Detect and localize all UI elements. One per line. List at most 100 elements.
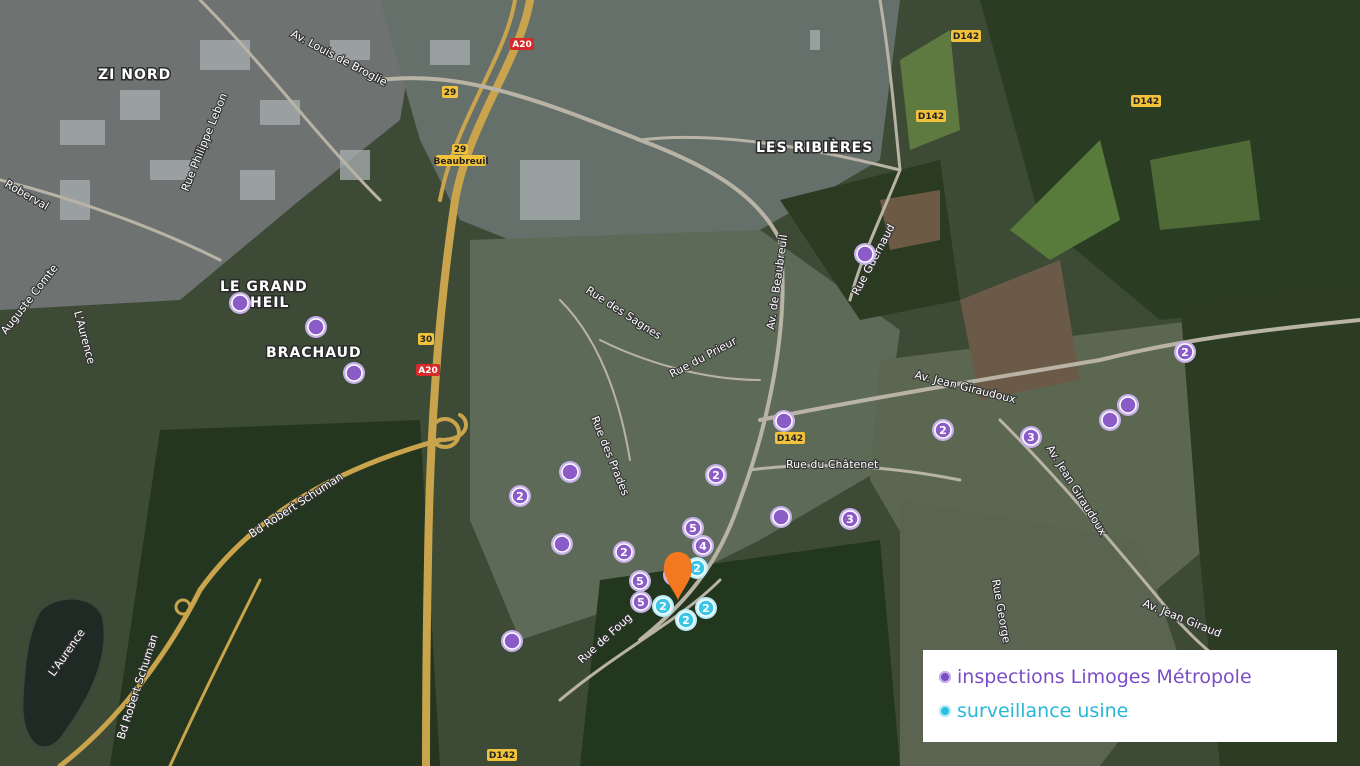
inspection-marker[interactable]: 3 bbox=[839, 508, 861, 530]
inspection-marker[interactable]: 5 bbox=[629, 570, 651, 592]
industrial-buildings bbox=[60, 30, 820, 220]
roundabout-2 bbox=[174, 598, 192, 616]
inspection-marker-count: 2 bbox=[712, 469, 720, 482]
route-sign-text: D142 bbox=[1133, 97, 1159, 107]
location-pin-icon[interactable] bbox=[664, 552, 692, 600]
route-sign-text: 29 bbox=[454, 145, 467, 155]
inspection-marker-dot bbox=[615, 543, 633, 561]
legend-item-inspections: inspections Limoges Métropole bbox=[939, 660, 1321, 694]
industrial-zone bbox=[0, 0, 420, 310]
route-sign-d142-b: D142 bbox=[1131, 95, 1161, 107]
route-sign-text: D142 bbox=[489, 751, 515, 761]
inspection-marker[interactable] bbox=[1117, 394, 1139, 416]
inspection-marker-dot bbox=[231, 294, 249, 312]
inspection-marker-dot bbox=[345, 364, 363, 382]
inspection-marker-dot bbox=[553, 535, 571, 553]
inspection-marker[interactable]: 2 bbox=[613, 541, 635, 563]
inspection-marker[interactable]: 3 bbox=[1020, 426, 1042, 448]
field-2 bbox=[960, 260, 1080, 400]
roundabout-1 bbox=[429, 417, 461, 449]
route-sign-text: 30 bbox=[420, 335, 433, 345]
inspection-marker-dot bbox=[511, 487, 529, 505]
inspection-marker[interactable] bbox=[854, 243, 876, 265]
legend-label-surveillance: surveillance usine bbox=[957, 700, 1129, 722]
route-sign-d142-a: D142 bbox=[951, 30, 981, 42]
inspection-marker[interactable] bbox=[1099, 409, 1121, 431]
route-sign-text: A20 bbox=[512, 40, 532, 50]
inspection-marker[interactable]: 2 bbox=[932, 419, 954, 441]
inspection-marker[interactable] bbox=[559, 461, 581, 483]
route-sign-text: A20 bbox=[418, 366, 438, 376]
inspection-marker-dot bbox=[856, 245, 874, 263]
route-sign-text: D142 bbox=[777, 434, 803, 444]
urban-area-center bbox=[470, 230, 900, 640]
inspection-marker-dot bbox=[1101, 411, 1119, 429]
surveillance-marker[interactable]: 2 bbox=[695, 597, 717, 619]
route-sign-a20-top: A20 bbox=[510, 38, 534, 50]
inspection-marker-count: 3 bbox=[846, 513, 854, 526]
inspection-marker-count: 3 bbox=[1027, 431, 1035, 444]
inspection-marker[interactable] bbox=[773, 410, 795, 432]
inspection-marker[interactable] bbox=[305, 316, 327, 338]
inspection-marker[interactable]: 2 bbox=[1174, 341, 1196, 363]
inspection-marker-dot bbox=[694, 537, 712, 555]
route-sign-exit-29: 29 bbox=[442, 86, 458, 98]
route-sign-text: Beaubreuil bbox=[433, 157, 488, 167]
inspection-marker[interactable]: 4 bbox=[692, 535, 714, 557]
surveillance-marker-count: 2 bbox=[693, 562, 701, 575]
inspection-marker-dot bbox=[841, 510, 859, 528]
inspection-marker-dot bbox=[1176, 343, 1194, 361]
surveillance-marker-count: 2 bbox=[682, 614, 690, 627]
surveillance-marker-dot bbox=[677, 611, 695, 629]
inspection-marker-dot bbox=[1022, 428, 1040, 446]
inspection-marker-count: 5 bbox=[637, 596, 645, 609]
field-1 bbox=[1010, 140, 1120, 260]
inspection-marker-dot bbox=[775, 412, 793, 430]
place-label-les-ribieres: LES RIBIÈRES bbox=[756, 139, 873, 156]
inspection-marker[interactable] bbox=[770, 506, 792, 528]
inspection-marker-dot bbox=[631, 572, 649, 590]
aurence-lake bbox=[20, 596, 107, 750]
inspection-marker-count: 2 bbox=[939, 424, 947, 437]
route-sign-text: D142 bbox=[953, 32, 979, 42]
inspection-marker[interactable] bbox=[501, 630, 523, 652]
field-4 bbox=[1150, 140, 1260, 230]
surveillance-marker[interactable]: 2 bbox=[675, 609, 697, 631]
inspection-marker[interactable]: 2 bbox=[509, 485, 531, 507]
route-sign-exit-29b: 29 bbox=[452, 144, 468, 155]
place-label-heil: HEIL bbox=[250, 295, 289, 311]
surveillance-marker[interactable]: 2 bbox=[686, 557, 708, 579]
surveillance-marker-count: 2 bbox=[702, 602, 710, 615]
inspection-marker[interactable] bbox=[551, 533, 573, 555]
inspection-marker-dot bbox=[1119, 396, 1137, 414]
surveillance-marker-dot bbox=[697, 599, 715, 617]
field-5 bbox=[880, 190, 940, 250]
inspection-marker[interactable] bbox=[229, 292, 251, 314]
inspection-marker[interactable]: 2 bbox=[705, 464, 727, 486]
legend-cyan-dot-icon bbox=[939, 705, 951, 717]
place-label-zi-nord: ZI NORD bbox=[98, 67, 171, 83]
inspection-marker-count: 2 bbox=[620, 546, 628, 559]
surveillance-marker-count: 2 bbox=[659, 600, 667, 613]
legend-item-surveillance: surveillance usine bbox=[939, 694, 1321, 728]
route-sign-text: D142 bbox=[918, 112, 944, 122]
route-sign-d142-e: D142 bbox=[487, 749, 517, 761]
forest-south bbox=[110, 420, 440, 766]
inspection-marker-dot bbox=[503, 632, 521, 650]
place-label-le-grand: LE GRAND bbox=[220, 279, 308, 295]
place-label-brachaud: BRACHAUD bbox=[266, 345, 362, 361]
map-legend: inspections Limoges Métropole surveillan… bbox=[923, 650, 1337, 742]
inspection-marker[interactable]: 5 bbox=[630, 591, 652, 613]
inspection-marker[interactable] bbox=[343, 362, 365, 384]
inspection-marker-dot bbox=[684, 519, 702, 537]
route-sign-text: 29 bbox=[444, 88, 457, 98]
inspection-marker-dot bbox=[934, 421, 952, 439]
surveillance-marker[interactable]: 2 bbox=[652, 595, 674, 617]
inspection-marker[interactable]: 5 bbox=[682, 517, 704, 539]
route-sign-a20-mid: A20 bbox=[416, 364, 440, 376]
inspection-marker-count: 5 bbox=[689, 522, 697, 535]
forest-east bbox=[1180, 280, 1360, 766]
